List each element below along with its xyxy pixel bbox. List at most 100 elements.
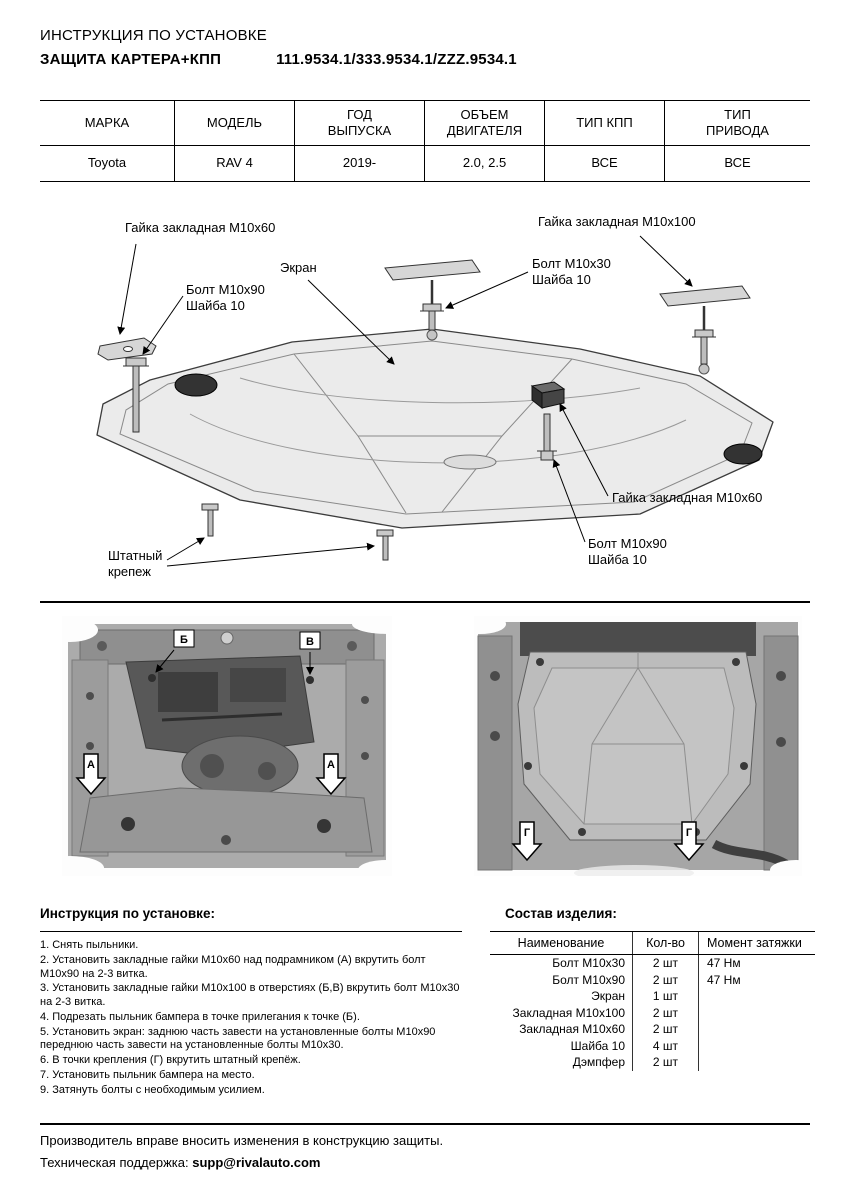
product-name: ЗАЩИТА КАРТЕРА+КПП [40, 51, 222, 68]
parts-row: Закладная М10х100 2 шт [490, 1004, 815, 1022]
leader-arrow [166, 537, 205, 561]
marker-g-left: Г [511, 821, 543, 862]
instruction-step: 4. Подрезать пыльник бампера в точке при… [40, 1010, 360, 1023]
parts-header-torque: Момент затяжки [707, 936, 802, 950]
part-numbers: 111.9534.1/333.9534.1/ZZZ.9534.1 [276, 51, 517, 68]
spec-header-year: ГОД ВЫПУСКА [295, 101, 425, 145]
part-qty: 4 шт [633, 1037, 699, 1054]
part-name: Дэмпфер [490, 1054, 633, 1071]
spec-year: 2019- [295, 146, 425, 181]
marker-a-left: А [75, 753, 107, 796]
part-qty: 2 шт [633, 1021, 699, 1038]
stock-bolt-2-drawing [376, 529, 394, 561]
parts-title: Состав изделия: [505, 906, 617, 921]
leader-arrow [445, 271, 529, 309]
instruction-step: 1. Снять пыльники. [40, 939, 139, 951]
part-qty: 1 шт [633, 988, 699, 1005]
spec-header-model: МОДЕЛЬ [175, 101, 295, 145]
part-torque: 47 Нм [707, 972, 741, 987]
part-torque [699, 1054, 815, 1071]
spec-brand: Toyota [40, 146, 175, 181]
leader-arrow [307, 279, 395, 365]
svg-text:В: В [306, 636, 314, 648]
svg-text:А: А [327, 759, 335, 771]
svg-text:Г: Г [686, 827, 693, 839]
svg-text:Б: Б [180, 634, 188, 646]
parts-header-row: Наименование Кол-во Момент затяжки [490, 932, 815, 955]
damper-left [174, 373, 218, 397]
parts-row: Шайба 10 4 шт [490, 1037, 815, 1055]
skid-plate-drawing [96, 235, 774, 567]
instructions-list: 1. Снять пыльники. 2. Установить закладн… [40, 939, 464, 1098]
leader-arrow [552, 459, 586, 543]
leader-lines [117, 235, 693, 567]
installed-plate [517, 651, 757, 841]
leader-arrow [142, 295, 184, 355]
svg-text:А: А [87, 759, 95, 771]
label-bolt-m10x30: Болт М10х30 Шайба 10 [532, 256, 611, 287]
leader-arrow [166, 542, 375, 567]
part-torque: 47 Нм [707, 956, 741, 970]
instruction-step: 5. Установить экран: заднюю часть завест… [40, 1025, 436, 1052]
part-qty: 2 шт [633, 955, 699, 972]
part-qty: 2 шт [633, 1004, 699, 1021]
manufacturer-note: Производитель вправе вносить изменения в… [40, 1133, 444, 1148]
label-nut-m10x60-right: Гайка закладная М10х60 [612, 490, 763, 505]
leader-arrow [117, 243, 137, 335]
parts-row: Экран 1 шт [490, 988, 815, 1005]
spec-drive: ВСЕ [724, 155, 751, 171]
label-nut-m10x60-top: Гайка закладная М10х60 [125, 220, 276, 235]
footer-divider [40, 1123, 810, 1125]
instruction-step: 6. В точки крепления (Г) вкрутить штатны… [40, 1054, 301, 1066]
spec-model: RAV 4 [175, 146, 295, 181]
marker-b: Б [155, 629, 195, 673]
part-name: Закладная М10х60 [490, 1021, 633, 1038]
photo-underbody-installed: Г Г [454, 614, 822, 881]
vehicle-spec-table: МАРКА МОДЕЛЬ ГОД ВЫПУСКА ОБЪЕМ ДВИГАТЕЛЯ… [40, 100, 810, 182]
stock-bolt-1-drawing [201, 503, 219, 537]
label-screen: Экран [280, 260, 317, 275]
part-qty: 2 шт [633, 971, 699, 988]
spec-header-drive: ТИП ПРИВОДА [706, 106, 769, 138]
parts-row: Болт М10х90 2 шт 47 Нм [490, 971, 815, 988]
bolt-m10x90-right-drawing [537, 413, 557, 461]
nut-rail-m10x100-left-drawing [384, 259, 481, 304]
label-bolt-m10x90-right: Болт М10х90 Шайба 10 [588, 536, 667, 567]
instruction-step: 9. Затянуть болты с необходимым усилием. [40, 1083, 265, 1096]
parts-row: Дэмпфер 2 шт [490, 1054, 815, 1071]
bolt-m10x30-left-drawing [420, 303, 444, 331]
label-nut-m10x100: Гайка закладная М10х100 [538, 214, 696, 229]
document-title: ИНСТРУКЦИЯ ПО УСТАНОВКЕ [40, 27, 267, 44]
photo-underbody-before: Б В А А [36, 614, 424, 880]
part-torque [699, 988, 815, 1005]
part-torque [699, 1005, 815, 1022]
spec-gearbox: ВСЕ [545, 146, 665, 181]
marker-a-right: А [315, 753, 347, 796]
parts-header-qty: Кол-во [633, 932, 699, 954]
damper-right [723, 443, 763, 465]
support-label: Техническая поддержка: [40, 1155, 189, 1170]
leader-arrow [639, 235, 693, 287]
marker-g-right: Г [673, 821, 705, 862]
parts-row: Болт М10х30 2 шт 47 Нм [490, 955, 815, 972]
spec-data-row: Toyota RAV 4 2019- 2.0, 2.5 ВСЕ ВСЕ [40, 146, 810, 181]
svg-text:Г: Г [524, 827, 531, 839]
bolt-m10x90-left-drawing [123, 357, 149, 433]
instructions-rule [40, 931, 462, 932]
part-torque [699, 1021, 815, 1038]
part-torque [699, 1038, 815, 1055]
part-name: Болт М10х30 [490, 955, 633, 972]
nut-bracket-m10x60-drawing [97, 337, 157, 361]
nut-m10x60-right-drawing [530, 381, 566, 410]
instructions-title: Инструкция по установке: [40, 906, 215, 921]
plate-body [96, 328, 774, 529]
parts-row: Закладная М10х60 2 шт [490, 1021, 815, 1038]
parts-header-name: Наименование [490, 932, 633, 954]
exploded-view-diagram: Гайка закладная М10х60 Экран Гайка закла… [40, 208, 810, 600]
part-name: Шайба 10 [490, 1037, 633, 1054]
document-subtitle: ЗАЩИТА КАРТЕРА+КПП 111.9534.1/333.9534.1… [40, 51, 517, 68]
instruction-step: 2. Установить закладные гайки М10х60 над… [40, 953, 426, 980]
part-name: Болт М10х90 [490, 971, 633, 988]
nut-rail-m10x100-right-drawing [659, 285, 751, 330]
